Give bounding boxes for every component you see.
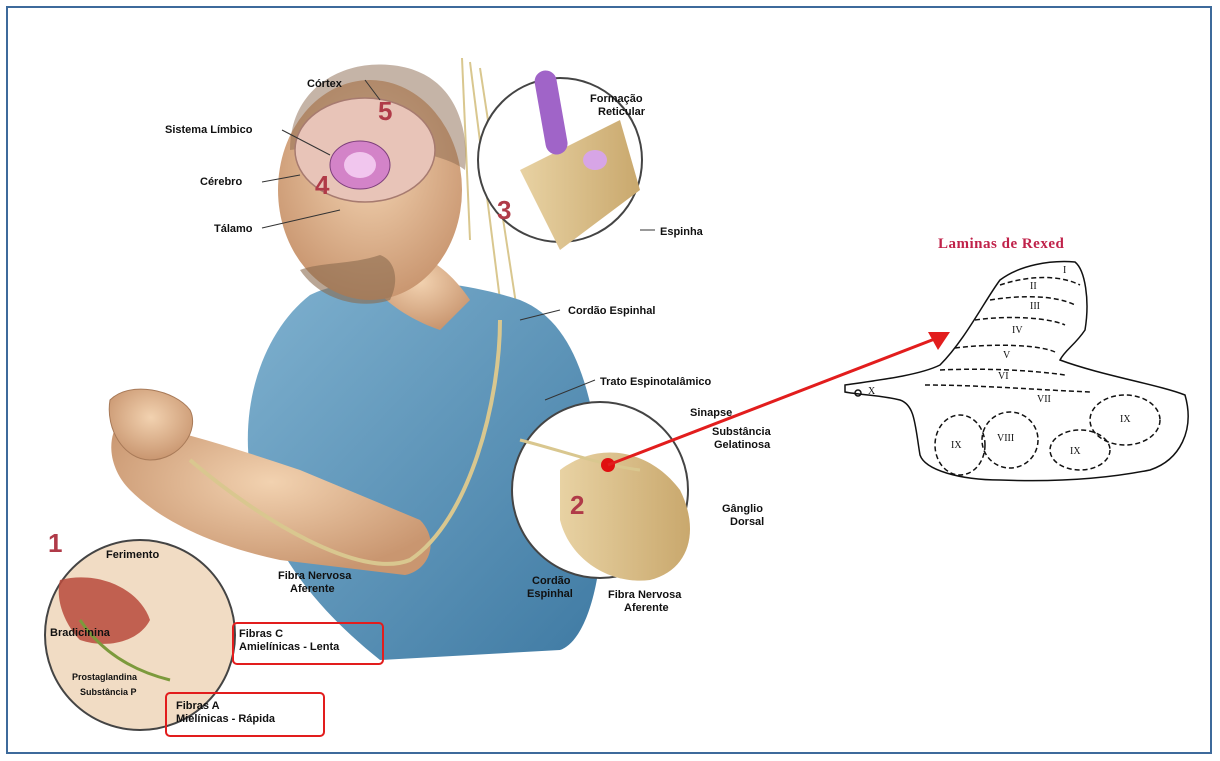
lamina-iii: III: [1030, 301, 1040, 312]
label-gelatinous: Gelatinosa: [714, 439, 770, 451]
lamina-vi: VI: [998, 371, 1009, 382]
label-substance-p: Substância P: [80, 686, 137, 698]
lamina-ix-right: IX: [1120, 414, 1131, 425]
label-cord-lower-2: Espinhal: [527, 588, 573, 600]
label-bradykinin: Bradicinina: [50, 627, 110, 639]
label-cortex: Córtex: [307, 78, 342, 90]
label-fibers-a-desc: Mielínicas - Rápida: [176, 713, 275, 725]
reticular-nucleus: [583, 150, 607, 170]
lamina-x: X: [868, 386, 875, 397]
lamina-ii: II: [1030, 281, 1037, 292]
thalamus: [344, 152, 376, 178]
label-spinal-cord-upper: Cordão Espinhal: [568, 305, 655, 317]
lamina-ix-left: IX: [951, 440, 962, 451]
lamina-viii: VIII: [997, 433, 1014, 444]
label-substance: Substância: [712, 426, 771, 438]
lamina-vii: VII: [1037, 394, 1051, 405]
rexed-laminae-diagram: [845, 262, 1188, 481]
pointer-arrow: [608, 335, 945, 465]
step-number-5: 5: [378, 96, 392, 127]
step-number-1: 1: [48, 528, 62, 559]
label-fibers-c-desc: Amielínicas - Lenta: [239, 641, 339, 653]
lamina-iv: IV: [1012, 325, 1023, 336]
label-reticular: Reticular: [598, 106, 645, 118]
step-number-3: 3: [497, 195, 511, 226]
label-ganglion: Gânglio: [722, 503, 763, 515]
label-cord-lower-1: Cordão: [532, 575, 571, 587]
label-formation: Formação: [590, 93, 643, 105]
label-arm-fiber-1: Fibra Nervosa: [278, 570, 351, 582]
label-spine: Espinha: [660, 226, 703, 238]
step-number-4: 4: [315, 170, 329, 201]
lamina-ix-mid: IX: [1070, 446, 1081, 457]
label-synapse: Sinapse: [690, 407, 732, 419]
label-limbic-system: Sistema Límbico: [165, 124, 252, 136]
label-cerebrum: Cérebro: [200, 176, 242, 188]
label-afferent-fiber-1: Fibra Nervosa: [608, 589, 681, 601]
label-arm-fiber-2: Aferente: [290, 583, 335, 595]
label-fibers-c: Fibras C: [239, 628, 283, 640]
rexed-title: Laminas de Rexed: [938, 236, 1064, 253]
label-spinothalamic-tract: Trato Espinotalâmico: [600, 376, 711, 388]
lamina-i: I: [1063, 265, 1066, 276]
label-thalamus: Tálamo: [214, 223, 253, 235]
label-dorsal: Dorsal: [730, 516, 764, 528]
label-wound: Ferimento: [106, 549, 159, 561]
step-number-2: 2: [570, 490, 584, 521]
label-fibers-a: Fibras A: [176, 700, 220, 712]
label-afferent-fiber-2: Aferente: [624, 602, 669, 614]
lamina-v: V: [1003, 350, 1010, 361]
label-prostaglandin: Prostaglandina: [72, 671, 137, 683]
